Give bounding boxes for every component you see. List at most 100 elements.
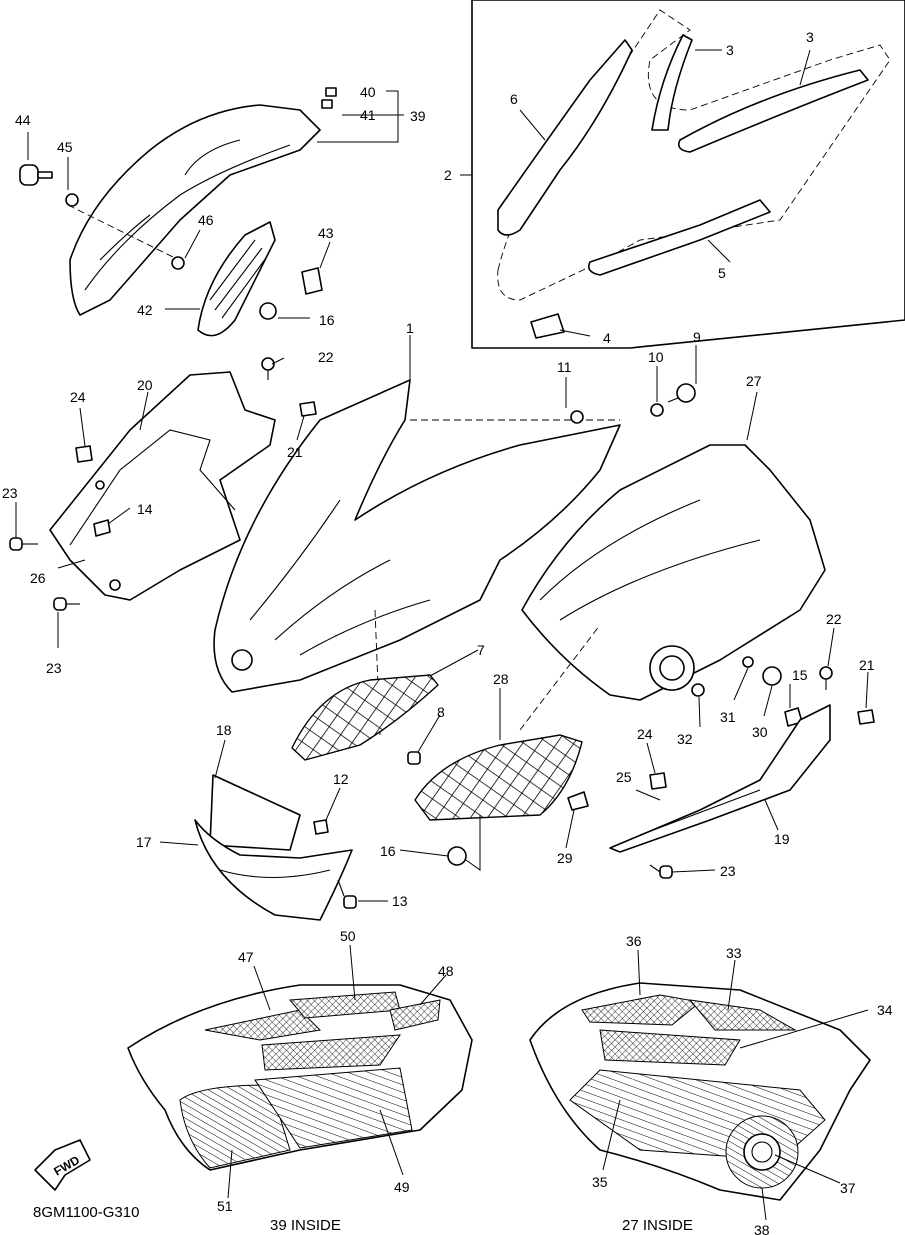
callout: 16 bbox=[380, 843, 396, 859]
callout: 26 bbox=[30, 570, 46, 586]
grommet-16-bottom bbox=[447, 846, 467, 866]
decal-33 bbox=[688, 999, 797, 1031]
washer-32 bbox=[691, 683, 705, 697]
washer-10 bbox=[650, 403, 664, 417]
emblem-40 bbox=[325, 87, 337, 97]
panel-19 bbox=[609, 704, 831, 853]
callout: 6 bbox=[510, 91, 518, 107]
callout: 39 bbox=[410, 108, 426, 124]
grille-28 bbox=[414, 734, 583, 821]
callout: 50 bbox=[340, 928, 356, 944]
callout: 21 bbox=[287, 444, 303, 460]
screw-22-left bbox=[261, 357, 275, 380]
washer-11 bbox=[570, 410, 584, 424]
inside-view-39 bbox=[127, 984, 473, 1171]
washer-45 bbox=[65, 193, 79, 207]
callout: 11 bbox=[557, 359, 572, 375]
decal-3-right bbox=[677, 69, 869, 153]
callout: 33 bbox=[726, 945, 742, 961]
callout: 12 bbox=[333, 771, 349, 787]
decal-3-left bbox=[651, 34, 693, 131]
clip-24-right bbox=[649, 772, 667, 790]
callout: 14 bbox=[137, 501, 153, 517]
callout: 37 bbox=[840, 1180, 856, 1196]
screw-22-right bbox=[819, 666, 833, 690]
clip-14 bbox=[93, 519, 111, 537]
callout: 32 bbox=[677, 731, 693, 747]
callout: 40 bbox=[360, 84, 376, 100]
callout: 31 bbox=[720, 709, 736, 725]
decal-48 bbox=[389, 999, 441, 1031]
clip-24-left bbox=[75, 445, 93, 463]
panel-18 bbox=[209, 774, 301, 851]
screw-23-left-bottom bbox=[53, 597, 80, 611]
callout: 13 bbox=[392, 893, 408, 909]
callout: 8 bbox=[437, 704, 445, 720]
callout: 23 bbox=[46, 660, 62, 676]
callout: 20 bbox=[137, 377, 153, 393]
callout: 25 bbox=[616, 769, 632, 785]
callout: 2 bbox=[444, 167, 452, 183]
graphic-set-box bbox=[471, 0, 905, 349]
callout: 30 bbox=[752, 724, 768, 740]
screw-13 bbox=[337, 879, 357, 909]
callout: 38 bbox=[754, 1222, 770, 1235]
callout: 7 bbox=[477, 642, 485, 658]
bolt-30 bbox=[762, 666, 782, 686]
callout: 22 bbox=[826, 611, 842, 627]
bolt-44 bbox=[19, 164, 53, 186]
right-cowl-27 bbox=[521, 444, 826, 701]
callout: 19 bbox=[774, 831, 790, 847]
callout: 1 bbox=[406, 320, 414, 336]
fwd-arrow-icon bbox=[34, 1139, 91, 1191]
callout: 3 bbox=[726, 42, 734, 58]
callout: 16 bbox=[319, 312, 335, 328]
inside-view-27 bbox=[529, 982, 871, 1201]
callout: 49 bbox=[394, 1179, 410, 1195]
callout: 47 bbox=[238, 949, 254, 965]
grille-42 bbox=[197, 221, 276, 337]
washer-46 bbox=[171, 256, 185, 270]
emblem-4 bbox=[530, 313, 565, 339]
callout: 3 bbox=[806, 29, 814, 45]
callout: 21 bbox=[859, 657, 875, 673]
callout: 45 bbox=[57, 139, 73, 155]
callout: 23 bbox=[720, 863, 736, 879]
callout: 46 bbox=[198, 212, 214, 228]
callout: 5 bbox=[718, 265, 726, 281]
grille-7 bbox=[291, 674, 439, 761]
callout: 48 bbox=[438, 963, 454, 979]
grommet-16-top bbox=[259, 302, 277, 320]
callout: 41 bbox=[360, 107, 376, 123]
side-panel-20 bbox=[49, 371, 276, 601]
diagram-code: 8GM1100-G310 bbox=[33, 1204, 139, 1221]
screw-23-left-top bbox=[9, 537, 38, 551]
callout: 24 bbox=[70, 389, 86, 405]
callout: 4 bbox=[603, 330, 611, 346]
screw-23-right bbox=[649, 864, 673, 879]
callout: 36 bbox=[626, 933, 642, 949]
callout: 10 bbox=[648, 349, 664, 365]
callout: 24 bbox=[637, 726, 653, 742]
caption-27-inside: 27 INSIDE bbox=[622, 1217, 693, 1234]
main-cowl-1 bbox=[213, 379, 621, 736]
clip-43 bbox=[301, 267, 323, 295]
panel-17 bbox=[194, 819, 353, 921]
emblem-41 bbox=[321, 99, 333, 109]
clip-21-left bbox=[299, 401, 317, 417]
decal-47 bbox=[204, 1009, 322, 1041]
callout: 17 bbox=[136, 834, 152, 850]
callout: 43 bbox=[318, 225, 334, 241]
front-cowl-39 bbox=[67, 87, 337, 316]
decal-49 bbox=[254, 1067, 413, 1149]
clip-29 bbox=[567, 791, 589, 811]
callout: 42 bbox=[137, 302, 153, 318]
callout: 18 bbox=[216, 722, 232, 738]
callout: 51 bbox=[217, 1198, 233, 1214]
callout: 9 bbox=[693, 329, 701, 345]
clip-12 bbox=[313, 819, 329, 835]
callout: 22 bbox=[318, 349, 334, 365]
callout: 34 bbox=[877, 1002, 893, 1018]
callout: 44 bbox=[15, 112, 31, 128]
